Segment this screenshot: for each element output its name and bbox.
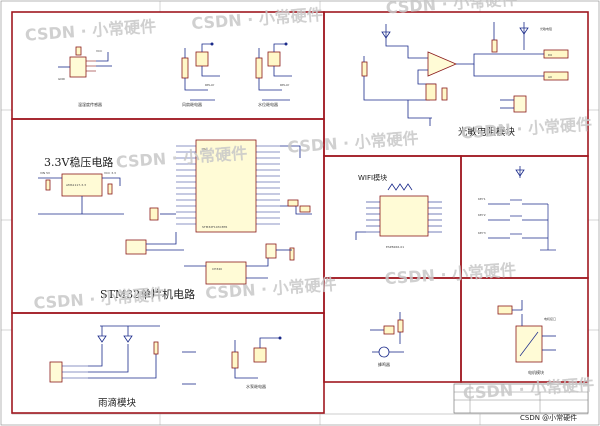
footer-credit: CSDN @小常硬件 xyxy=(520,413,577,422)
mcu-title: STM32单片机电路 xyxy=(100,287,195,301)
pump-relay-block: 水泵继电器 xyxy=(231,336,282,389)
esp8266-module xyxy=(379,195,429,237)
svg-text:KEY1: KEY1 xyxy=(478,197,486,201)
fan-relay-block: RELAY 风扇继电器 xyxy=(181,42,220,107)
svg-text:ESP8266-01: ESP8266-01 xyxy=(386,245,404,249)
regulator-title: 3.3V稳压电路 xyxy=(44,155,113,169)
title-block: CSDN @小常硬件 xyxy=(453,383,589,422)
motor-label: 电机模块 xyxy=(528,369,544,375)
wifi-title: WIFI模块 xyxy=(358,173,387,182)
svg-text:RELAY: RELAY xyxy=(205,83,215,87)
svg-text:光敏电阻: 光敏电阻 xyxy=(540,26,552,31)
svg-text:KEY3: KEY3 xyxy=(478,231,486,235)
svg-text:电机接口: 电机接口 xyxy=(544,316,556,321)
svg-text:VCC: VCC xyxy=(96,49,102,53)
buttons-block: KEY1 KEY2 KEY3 xyxy=(478,166,556,251)
pump-relay-label: 水泵继电器 xyxy=(246,383,266,389)
svg-text:AMS1117-3.3: AMS1117-3.3 xyxy=(66,183,86,187)
rain-title: 雨滴模块 xyxy=(98,397,137,409)
svg-text:GND: GND xyxy=(58,77,66,81)
motor-block: 电机接口 电机模块 xyxy=(497,300,556,375)
fan-relay-label: 风扇继电器 xyxy=(182,101,202,107)
svg-text:A0: A0 xyxy=(548,75,552,79)
window-relay-block: RELAY 水位继电器 xyxy=(255,42,292,107)
svg-text:VIN 5V: VIN 5V xyxy=(40,171,51,175)
section-borders xyxy=(11,11,589,414)
rain-block: 雨滴模块 xyxy=(49,325,196,409)
light-sensor-block: 光敏电阻 D0 A0 光敏电阻模块 xyxy=(361,22,569,138)
svg-text:VCC 3.3: VCC 3.3 xyxy=(104,171,116,175)
window-relay-label: 水位继电器 xyxy=(258,101,278,107)
stm32-chip xyxy=(195,139,257,233)
regulator-block: 3.3V稳压电路 AMS1117-3.3 VIN 5V VCC 3.3 xyxy=(38,155,124,215)
svg-text:KEY2: KEY2 xyxy=(478,213,486,217)
svg-text:PA0: PA0 xyxy=(202,147,208,151)
temp-sensor-block: GND VCC 温湿度传感器 xyxy=(58,46,112,107)
svg-text:CH340: CH340 xyxy=(212,267,222,271)
svg-text:D0: D0 xyxy=(548,53,552,57)
svg-text:RELAY: RELAY xyxy=(280,83,290,87)
temp-sensor-label: 温湿度传感器 xyxy=(78,101,102,107)
buzzer-block: 蜂鸣器 xyxy=(370,312,404,367)
buzzer-label: 蜂鸣器 xyxy=(378,361,390,367)
lightsensor-title: 光敏电阻模块 xyxy=(458,126,516,138)
wifi-block: WIFI模块 ESP8266-01 xyxy=(355,173,442,249)
svg-text:STM32F103C8T6: STM32F103C8T6 xyxy=(202,225,227,229)
mcu-block: PA0 STM32F103C8T6 CH340 STM32单片机电路 xyxy=(100,139,312,301)
